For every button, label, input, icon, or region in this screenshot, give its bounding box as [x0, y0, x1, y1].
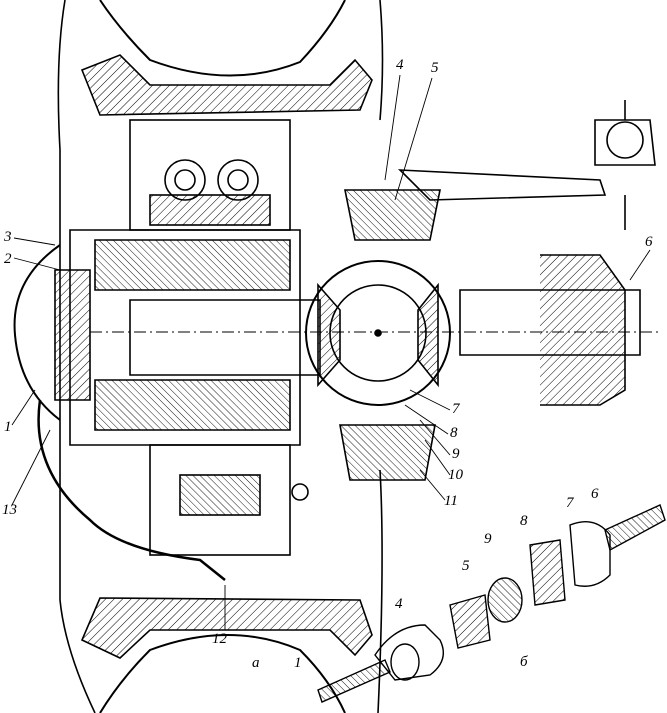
kingpin-bottom — [339, 424, 436, 481]
panel-label-a: а — [252, 655, 260, 671]
axle-shaft — [129, 299, 321, 376]
kingpin-top — [344, 189, 441, 241]
exploded-callout-8: 8 — [520, 513, 528, 529]
callout-7: 7 — [452, 401, 460, 417]
tire-outline — [57, 0, 96, 713]
callout-3: 3 — [4, 229, 12, 245]
exploded-callout-7: 7 — [566, 495, 574, 511]
exploded-callout-9: 9 — [484, 531, 492, 547]
cv-joint-ball — [305, 260, 451, 406]
hub-cap — [13, 244, 61, 421]
panel-label-b: б — [520, 654, 528, 670]
rim-bottom — [80, 597, 373, 659]
callout-4: 4 — [396, 57, 404, 73]
steering-arm — [397, 169, 607, 201]
callout-13: 13 — [2, 502, 17, 518]
callout-6: 6 — [645, 234, 653, 250]
exploded-callout-1: 1 — [294, 655, 302, 671]
part-cam-8 — [529, 539, 566, 606]
callout-8: 8 — [450, 425, 458, 441]
brake-line — [37, 399, 226, 581]
callout-5: 5 — [431, 60, 439, 76]
part-fork-7 — [569, 521, 611, 587]
exploded-callout-6: 6 — [591, 486, 599, 502]
callout-12: 12 — [212, 631, 227, 647]
part-cam-5 — [449, 594, 491, 649]
callout-10: 10 — [448, 467, 463, 483]
exploded-callout-4: 4 — [395, 596, 403, 612]
exploded-parts — [317, 504, 666, 703]
callout-2: 2 — [4, 251, 12, 267]
callout-11: 11 — [444, 493, 458, 509]
part-shaft-6 — [604, 504, 666, 552]
callout-1: 1 — [4, 419, 12, 435]
part-fork-4 — [374, 624, 444, 681]
exploded-callout-5: 5 — [462, 558, 470, 574]
rim-top — [80, 54, 373, 116]
part-disc-9 — [487, 577, 523, 623]
part-shaft-1 — [317, 659, 391, 703]
callout-9: 9 — [452, 446, 460, 462]
